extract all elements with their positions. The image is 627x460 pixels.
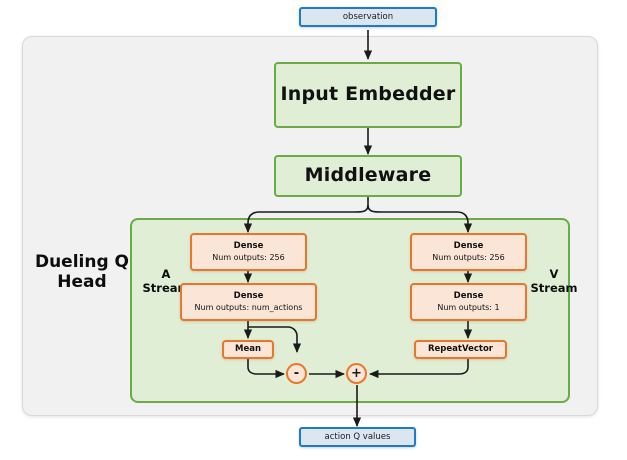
observation-label: observation [342,11,394,22]
v-dense-256-outputs: Num outputs: 256 [432,252,505,262]
v-dense-1-node[interactable]: Dense Num outputs: 1 [410,283,527,321]
v-stream-line2: Stream [530,280,578,295]
v-dense-1-outputs: Num outputs: 1 [437,302,500,312]
a-stream-line2: Stream [142,280,190,295]
a-dense-256-node[interactable]: Dense Num outputs: 256 [190,233,307,271]
observation-node[interactable]: observation [299,7,437,27]
a-dense-num-actions-node[interactable]: Dense Num outputs: num_actions [180,283,317,321]
middleware-label: Middleware [304,164,432,187]
input-embedder-node[interactable]: Input Embedder [274,62,462,128]
a-dense-num-actions-title: Dense [233,291,264,302]
v-dense-256-title: Dense [453,241,484,252]
a-dense-num-actions-outputs: Num outputs: num_actions [194,302,303,312]
repeatvector-node[interactable]: RepeatVector [414,340,507,359]
v-dense-256-node[interactable]: Dense Num outputs: 256 [410,233,527,271]
mean-label: Mean [234,344,261,355]
subtract-operator[interactable]: - [286,363,307,384]
action-q-values-node[interactable]: action Q values [299,427,416,447]
a-dense-256-title: Dense [233,241,264,252]
v-stream-label: V Stream [527,267,581,296]
a-dense-256-outputs: Num outputs: 256 [212,252,285,262]
a-stream-label: A Stream [139,267,193,296]
dueling-q-head-text: Dueling Q Head [34,252,130,293]
mean-node[interactable]: Mean [222,340,274,359]
v-stream-line1: V [549,267,559,281]
action-q-values-label: action Q values [324,431,391,442]
add-symbol: + [351,366,362,381]
a-stream-line1: A [161,267,171,281]
middleware-node[interactable]: Middleware [274,155,462,197]
input-embedder-label: Input Embedder [280,83,456,106]
subtract-symbol: - [293,366,300,381]
v-dense-1-title: Dense [453,291,484,302]
dueling-q-head-label: Dueling Q Head [34,252,130,292]
repeatvector-label: RepeatVector [428,344,493,355]
add-operator[interactable]: + [346,363,367,384]
